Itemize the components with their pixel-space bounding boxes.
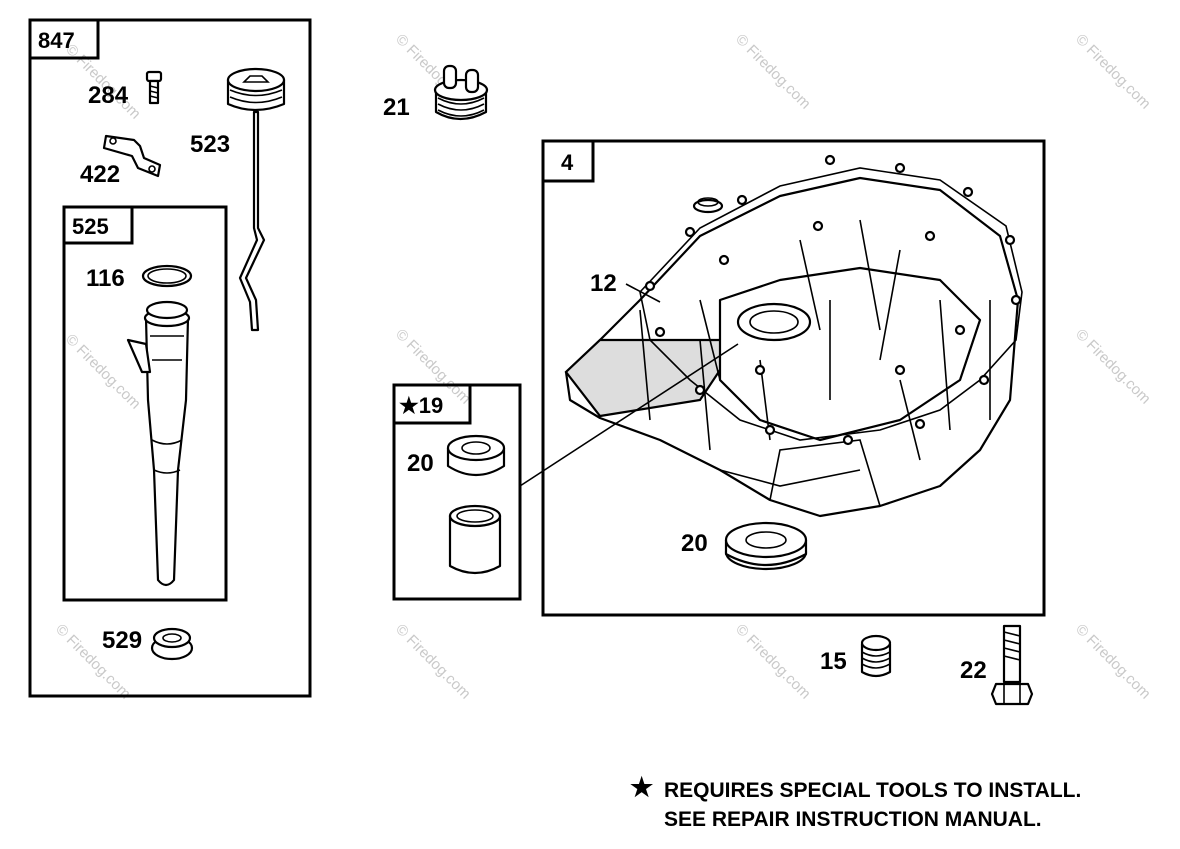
plug-15-icon bbox=[860, 634, 892, 678]
tube-assembly-frame bbox=[62, 205, 228, 602]
tube-assembly-label-box bbox=[62, 205, 134, 245]
sump-frame bbox=[541, 139, 1046, 617]
leader-line-12 bbox=[625, 283, 661, 303]
bracket-422-icon bbox=[102, 134, 162, 178]
part-label-21: 21 bbox=[383, 94, 410, 121]
bushing-kit-label: ★19 bbox=[399, 393, 443, 418]
part-label-20a: 20 bbox=[407, 450, 434, 477]
grommet-529-icon bbox=[150, 627, 194, 661]
footnote: ★ REQUIRES SPECIAL TOOLS TO INSTALL. SEE… bbox=[630, 772, 1081, 831]
sump-label: 4 bbox=[561, 150, 574, 175]
sump-label-box bbox=[541, 139, 595, 183]
bushing-kit-group: ★19 20 bbox=[392, 343, 739, 601]
watermark: © Firedog.com bbox=[1072, 326, 1154, 408]
leader-line-19 bbox=[519, 343, 739, 487]
part-label-22: 22 bbox=[960, 657, 987, 684]
dipstick-kit-frame bbox=[28, 18, 312, 698]
part-label-116: 116 bbox=[86, 265, 125, 292]
part-label-422: 422 bbox=[80, 161, 120, 188]
footnote-star: ★ bbox=[630, 772, 654, 802]
tube-assembly-label: 525 bbox=[72, 214, 109, 239]
part-label-529: 529 bbox=[102, 627, 142, 654]
part-label-284: 284 bbox=[88, 82, 129, 109]
footnote-line-1: REQUIRES SPECIAL TOOLS TO INSTALL. bbox=[664, 779, 1081, 802]
part-label-523: 523 bbox=[190, 131, 230, 158]
seal-20-icon bbox=[446, 434, 506, 477]
part-label-12: 12 bbox=[590, 270, 617, 297]
bolt-22-icon bbox=[990, 624, 1034, 706]
watermark: © Firedog.com bbox=[392, 621, 474, 703]
dipstick-tube-icon bbox=[126, 300, 191, 587]
dipstick-kit-group: 847 525 284 422 523 bbox=[28, 18, 312, 698]
bushing-20-icon bbox=[724, 521, 808, 571]
watermark: © Firedog.com bbox=[732, 621, 814, 703]
watermark: © Firedog.com bbox=[732, 31, 814, 113]
bushing-kit-label-box bbox=[392, 383, 472, 425]
watermark: © Firedog.com bbox=[1072, 621, 1154, 703]
watermark: © Firedog.com bbox=[1072, 31, 1154, 113]
footnote-line-2: SEE REPAIR INSTRUCTION MANUAL. bbox=[664, 808, 1042, 831]
dipstick-kit-label: 847 bbox=[38, 28, 75, 53]
plug-21-icon bbox=[433, 64, 489, 121]
screw-284-icon bbox=[145, 70, 163, 105]
sump-body-icon bbox=[564, 154, 1023, 518]
sump-group: 4 12 bbox=[541, 139, 1046, 617]
part-label-20b: 20 bbox=[681, 530, 708, 557]
bushing-sleeve-icon bbox=[448, 504, 502, 575]
dipstick-kit-label-box bbox=[28, 18, 100, 60]
o-ring-116-icon bbox=[141, 264, 193, 288]
dipstick-523-icon bbox=[226, 67, 286, 332]
part-label-15: 15 bbox=[820, 648, 847, 675]
